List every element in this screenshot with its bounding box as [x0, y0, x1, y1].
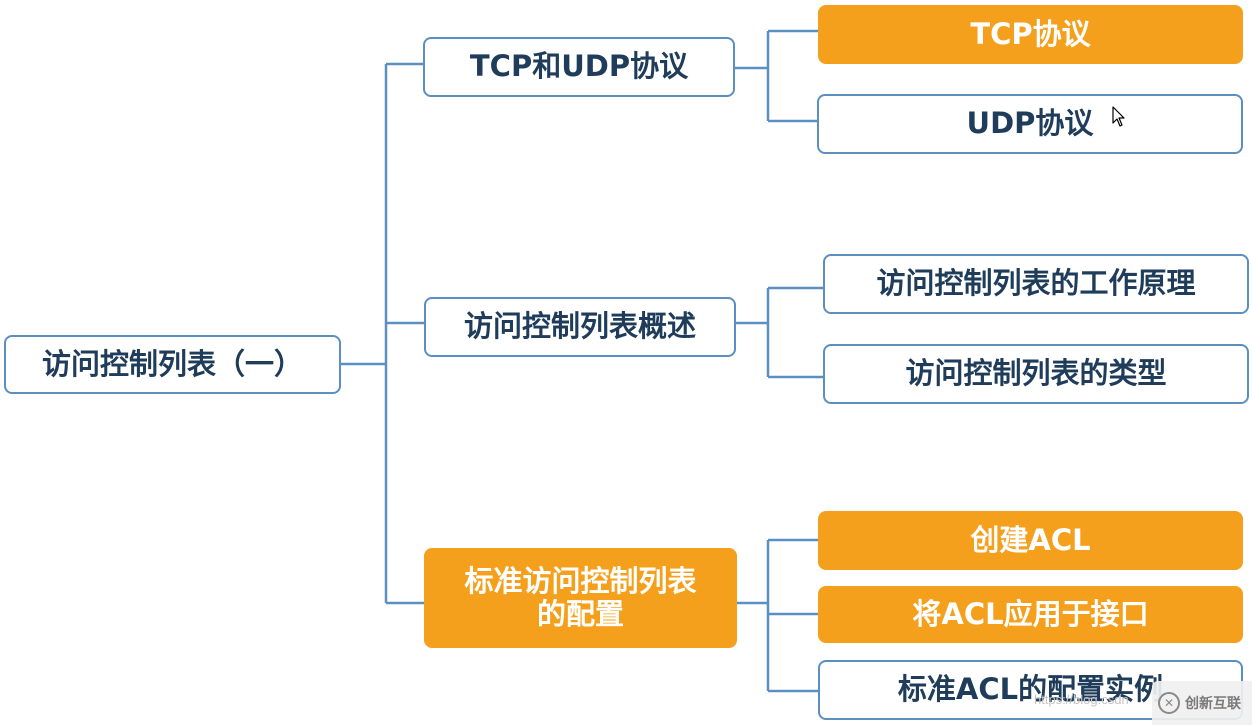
brand-logo-icon: ✕	[1158, 692, 1180, 714]
leaf-create-acl-label: 创建ACL	[970, 522, 1091, 557]
branch-standard-acl-config-line2: 的配置	[536, 597, 624, 631]
watermark-url: https://blog.csdn	[1034, 692, 1129, 707]
root-label: 访问控制列表（一）	[41, 346, 303, 381]
branch-acl-overview: 访问控制列表概述	[424, 297, 736, 357]
leaf-acl-principle: 访问控制列表的工作原理	[823, 254, 1249, 314]
leaf-udp-label: UDP协议	[966, 106, 1094, 141]
root-node: 访问控制列表（一）	[4, 335, 341, 394]
branch-standard-acl-config: 标准访问控制列表 的配置	[424, 548, 737, 648]
leaf-apply-acl: 将ACL应用于接口	[818, 586, 1243, 643]
leaf-tcp: TCP协议	[818, 5, 1243, 64]
branch-standard-acl-config-line1: 标准访问控制列表	[464, 563, 697, 598]
mouse-cursor-icon	[1112, 106, 1125, 127]
leaf-tcp-label: TCP协议	[970, 16, 1091, 51]
watermark-logo: ✕ 创新互联	[1152, 681, 1252, 725]
leaf-acl-principle-label: 访问控制列表的工作原理	[876, 266, 1196, 301]
branch-tcp-udp-label: TCP和UDP协议	[469, 49, 689, 84]
watermark-brand: 创新互联	[1185, 696, 1241, 712]
branch-tcp-udp: TCP和UDP协议	[423, 37, 735, 97]
leaf-acl-types-label: 访问控制列表的类型	[905, 356, 1167, 391]
leaf-apply-acl-label: 将ACL应用于接口	[912, 596, 1149, 631]
leaf-acl-example-label: 标准ACL的配置实例	[897, 672, 1164, 707]
leaf-acl-types: 访问控制列表的类型	[823, 344, 1249, 404]
leaf-create-acl: 创建ACL	[818, 511, 1243, 570]
leaf-udp: UDP协议	[817, 94, 1243, 154]
branch-acl-overview-label: 访问控制列表概述	[463, 309, 696, 344]
